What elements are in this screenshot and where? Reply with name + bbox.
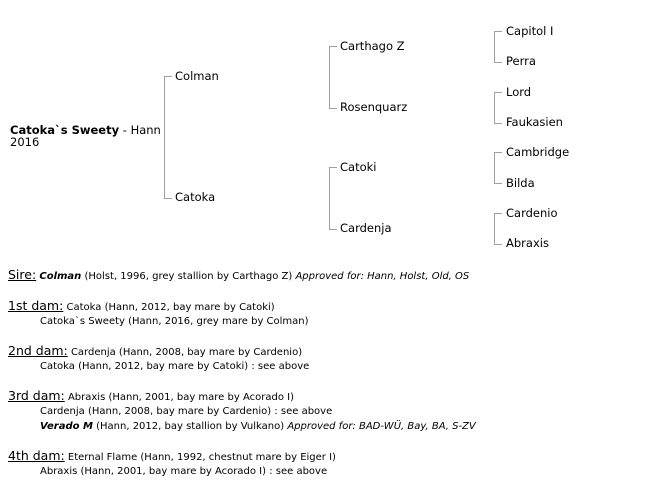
dam3-line: 3rd dam: Abraxis (Hann, 2001, bay mare b… (8, 389, 294, 405)
ancestor-name[interactable]: Capitol I (506, 24, 554, 38)
dam3-heading: 3rd dam: (8, 388, 65, 403)
ancestor-name[interactable]: Carthago Z (340, 39, 405, 53)
ancestor-name[interactable]: Cambridge (506, 145, 570, 159)
root-breed: - Hann (119, 123, 161, 137)
dam2-text: Cardenja (Hann, 2008, bay mare by Carden… (67, 347, 303, 358)
dam4-text: Eternal Flame (Hann, 1992, chestnut mare… (64, 452, 336, 463)
sire-details: (Holst, 1996, grey stallion by Carthago … (81, 271, 296, 282)
offspring-line: Catoka`s Sweety (Hann, 2016, grey mare b… (40, 316, 309, 327)
bracket-gen2 (329, 167, 337, 230)
stallion-details: (Hann, 2012, bay stallion by Vulkano) (92, 421, 288, 432)
bracket-gen2 (329, 46, 337, 109)
ancestor-name[interactable]: Lord (506, 85, 532, 99)
ancestor-name[interactable]: Bilda (506, 176, 535, 190)
ancestor-name[interactable]: Rosenquarz (340, 100, 408, 114)
ancestor-name[interactable]: Abraxis (506, 236, 549, 250)
bracket-gen3 (494, 152, 502, 184)
sire-name[interactable]: Colman (39, 271, 82, 282)
sire-heading: Sire: (8, 267, 37, 282)
offspring-line: Cardenja (Hann, 2008, bay mare by Carden… (40, 406, 333, 417)
bracket-gen1 (164, 76, 172, 199)
bracket-gen3 (494, 92, 502, 124)
ancestor-name[interactable]: Faukasien (506, 115, 563, 129)
bracket-gen3 (494, 213, 502, 245)
offspring-line: Abraxis (Hann, 2001, bay mare by Acorado… (40, 466, 328, 477)
ancestor-name[interactable]: Catoki (340, 160, 377, 174)
dam2-heading: 2nd dam: (8, 343, 68, 358)
sire-approved: Approved for: Hann, Holst, Old, OS (295, 271, 470, 282)
root-name[interactable]: Catoka`s Sweety (10, 123, 120, 137)
dam4-line: 4th dam: Eternal Flame (Hann, 1992, ches… (8, 449, 336, 465)
stallion-approved: Approved for: BAD-WÜ, Bay, BA, S-ZV (287, 421, 476, 432)
offspring-stallion-line: Verado M (Hann, 2012, bay stallion by Vu… (40, 420, 476, 434)
dam1-heading: 1st dam: (8, 298, 64, 313)
root-year: 2016 (10, 135, 40, 149)
dam3-text: Abraxis (Hann, 2001, bay mare by Acorado… (64, 392, 294, 403)
bracket-gen3 (494, 31, 502, 63)
ancestor-name[interactable]: Cardenio (506, 206, 558, 220)
dam4-heading: 4th dam: (8, 448, 65, 463)
pedigree-root: Catoka`s Sweety - Hann 2016 (10, 124, 161, 148)
dam1-line: 1st dam: Catoka (Hann, 2012, bay mare by… (8, 299, 275, 315)
sire-line: Sire: Colman (Holst, 1996, grey stallion… (8, 268, 469, 284)
ancestor-name[interactable]: Perra (506, 54, 536, 68)
dam2-line: 2nd dam: Cardenja (Hann, 2008, bay mare … (8, 344, 302, 360)
offspring-line: Catoka (Hann, 2012, bay mare by Catoki) … (40, 361, 310, 372)
sire-name[interactable]: Colman (175, 69, 219, 83)
dam-name[interactable]: Catoka (175, 190, 216, 204)
stallion-name[interactable]: Verado M (40, 421, 93, 432)
ancestor-name[interactable]: Cardenja (340, 221, 392, 235)
dam1-text: Catoka (Hann, 2012, bay mare by Catoki) (63, 302, 275, 313)
